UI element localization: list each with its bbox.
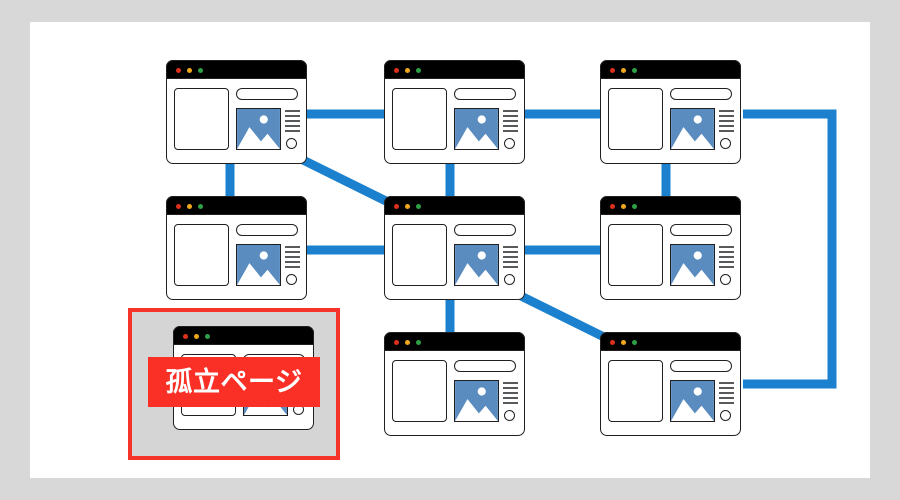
minimize-dot-icon xyxy=(194,333,199,339)
sidebar-placeholder xyxy=(608,360,663,422)
browser-titlebar xyxy=(166,60,307,79)
maximize-dot-icon xyxy=(198,203,203,209)
search-bar-placeholder xyxy=(670,224,732,236)
maximize-dot-icon xyxy=(632,339,637,345)
circle-icon xyxy=(720,274,731,285)
close-dot-icon xyxy=(610,67,615,73)
text-lines-icon xyxy=(719,110,734,134)
circle-icon xyxy=(720,410,731,421)
image-placeholder-icon xyxy=(670,108,715,150)
maximize-dot-icon xyxy=(416,203,421,209)
isolated-page-label: 孤立ページ xyxy=(148,357,320,407)
sidebar-placeholder xyxy=(392,224,447,286)
minimize-dot-icon xyxy=(621,203,626,209)
image-placeholder-icon xyxy=(454,108,499,150)
close-dot-icon xyxy=(183,333,188,339)
circle-icon xyxy=(720,138,731,149)
browser-titlebar xyxy=(166,196,307,215)
maximize-dot-icon xyxy=(416,339,421,345)
maximize-dot-icon xyxy=(198,67,203,73)
search-bar-placeholder xyxy=(236,88,298,100)
maximize-dot-icon xyxy=(205,333,210,339)
page-middle-right[interactable] xyxy=(600,196,741,300)
browser-titlebar xyxy=(600,332,741,351)
page-top-center[interactable] xyxy=(384,60,525,164)
image-placeholder-icon xyxy=(236,108,281,150)
sidebar-placeholder xyxy=(174,88,229,150)
circle-icon xyxy=(504,138,515,149)
search-bar-placeholder xyxy=(236,224,298,236)
text-lines-icon xyxy=(719,382,734,406)
page-bottom-right[interactable] xyxy=(600,332,741,436)
sidebar-placeholder xyxy=(608,88,663,150)
page-bottom-center[interactable] xyxy=(384,332,525,436)
text-lines-icon xyxy=(719,246,734,270)
close-dot-icon xyxy=(176,203,181,209)
close-dot-icon xyxy=(176,67,181,73)
search-bar-placeholder xyxy=(670,360,732,372)
circle-icon xyxy=(504,274,515,285)
minimize-dot-icon xyxy=(621,67,626,73)
browser-titlebar xyxy=(384,196,525,215)
search-bar-placeholder xyxy=(454,224,516,236)
image-placeholder-icon xyxy=(670,244,715,286)
page-top-right[interactable] xyxy=(600,60,741,164)
browser-titlebar xyxy=(384,60,525,79)
page-top-left[interactable] xyxy=(166,60,307,164)
minimize-dot-icon xyxy=(621,339,626,345)
text-lines-icon xyxy=(503,382,518,406)
minimize-dot-icon xyxy=(187,67,192,73)
search-bar-placeholder xyxy=(670,88,732,100)
search-bar-placeholder xyxy=(454,88,516,100)
image-placeholder-icon xyxy=(454,380,499,422)
minimize-dot-icon xyxy=(405,339,410,345)
sidebar-placeholder xyxy=(392,360,447,422)
minimize-dot-icon xyxy=(405,67,410,73)
image-placeholder-icon xyxy=(236,244,281,286)
sidebar-placeholder xyxy=(392,88,447,150)
browser-titlebar xyxy=(600,196,741,215)
image-placeholder-icon xyxy=(670,380,715,422)
close-dot-icon xyxy=(610,339,615,345)
browser-titlebar xyxy=(384,332,525,351)
maximize-dot-icon xyxy=(416,67,421,73)
text-lines-icon xyxy=(503,110,518,134)
page-middle-left[interactable] xyxy=(166,196,307,300)
minimize-dot-icon xyxy=(187,203,192,209)
browser-titlebar xyxy=(173,326,314,345)
minimize-dot-icon xyxy=(405,203,410,209)
close-dot-icon xyxy=(394,339,399,345)
maximize-dot-icon xyxy=(632,67,637,73)
sidebar-placeholder xyxy=(608,224,663,286)
sidebar-placeholder xyxy=(174,224,229,286)
close-dot-icon xyxy=(394,67,399,73)
close-dot-icon xyxy=(610,203,615,209)
page-middle-center[interactable] xyxy=(384,196,525,300)
circle-icon xyxy=(504,410,515,421)
maximize-dot-icon xyxy=(632,203,637,209)
browser-titlebar xyxy=(600,60,741,79)
text-lines-icon xyxy=(503,246,518,270)
text-lines-icon xyxy=(285,246,300,270)
image-placeholder-icon xyxy=(454,244,499,286)
circle-icon xyxy=(286,138,297,149)
close-dot-icon xyxy=(394,203,399,209)
search-bar-placeholder xyxy=(454,360,516,372)
circle-icon xyxy=(286,274,297,285)
text-lines-icon xyxy=(285,110,300,134)
